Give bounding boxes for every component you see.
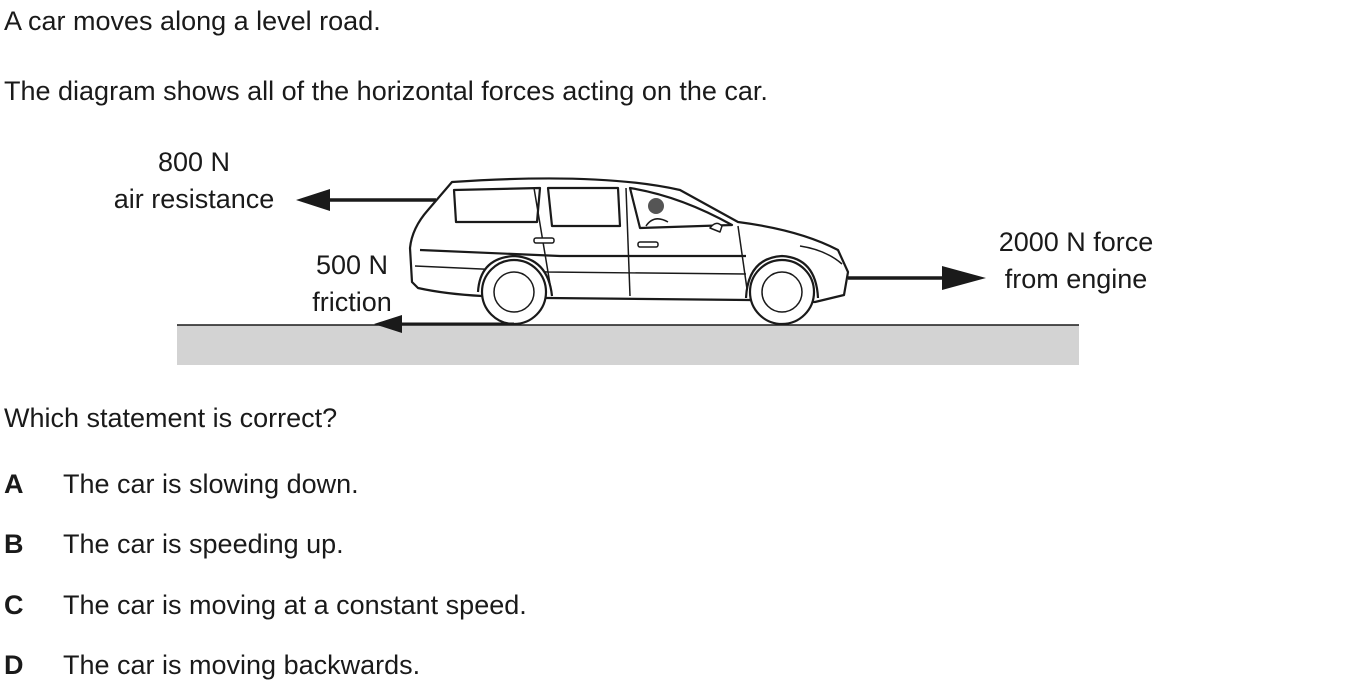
engine-force-label-line-1: 2000 N force <box>999 227 1154 257</box>
option-d-letter: D <box>4 650 24 680</box>
air-resistance-arrow <box>296 189 436 211</box>
intro-line-1: A car moves along a level road. <box>4 6 381 36</box>
option-a-letter: A <box>4 469 24 499</box>
friction-arrow <box>374 315 514 333</box>
friction-value: 500 N <box>316 250 388 280</box>
engine-force-arrow <box>848 266 986 290</box>
question-text: Which statement is correct? <box>4 403 338 433</box>
intro-line-2: The diagram shows all of the horizontal … <box>4 76 768 106</box>
option-c-text: The car is moving at a constant speed. <box>63 590 527 620</box>
option-b-text: The car is speeding up. <box>63 529 344 559</box>
engine-force-label-line-2: from engine <box>1005 264 1148 294</box>
car-icon <box>408 177 850 326</box>
option-b-letter: B <box>4 529 24 559</box>
air-resistance-value: 800 N <box>158 147 230 177</box>
friction-label: friction <box>312 287 392 317</box>
road <box>177 325 1079 365</box>
air-resistance-label: air resistance <box>114 184 275 214</box>
force-diagram: 800 N air resistance 500 N friction 2000… <box>114 147 1154 365</box>
option-c-letter: C <box>4 590 24 620</box>
option-d-text: The car is moving backwards. <box>63 650 421 680</box>
option-a-text: The car is slowing down. <box>63 469 359 499</box>
